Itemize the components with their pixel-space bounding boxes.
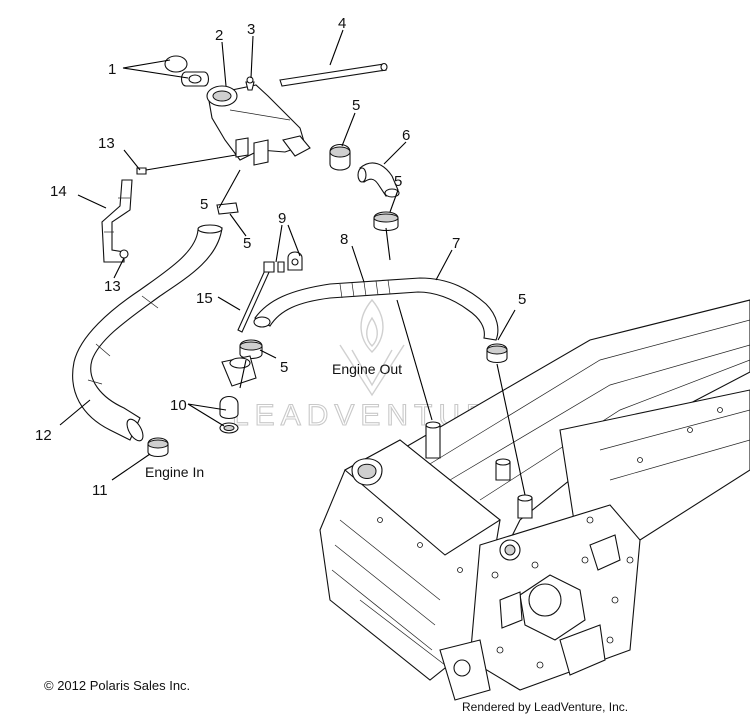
rendered-by-text: Rendered by LeadVenture, Inc.: [462, 700, 628, 714]
part-5-clamp-b: [373, 211, 399, 232]
part-2-coolant-bottle: [206, 84, 311, 166]
copyright-text: © 2012 Polaris Sales Inc.: [44, 678, 190, 693]
part-13-clip-bottom: [119, 249, 129, 259]
callout-3: 3: [247, 21, 255, 38]
part-12-lower-hose: [72, 224, 223, 442]
part-14-small-hose: [101, 179, 133, 263]
part-5-clamp-a: [329, 143, 351, 171]
part-13-clip-top: [136, 167, 147, 175]
callout-7: 7: [452, 235, 460, 252]
callout-5-c: 5: [394, 173, 402, 190]
part-5-clamp-d: [239, 339, 263, 360]
callout-15: 15: [196, 290, 213, 307]
part-3-screw: [245, 76, 255, 91]
callout-12: 12: [35, 427, 52, 444]
part-10-thermostat: [219, 355, 257, 434]
callout-5-e: 5: [280, 359, 288, 376]
callout-14: 14: [50, 183, 67, 200]
callout-10: 10: [170, 397, 187, 414]
callout-8: 8: [340, 231, 348, 248]
chassis-assembly: [319, 299, 750, 701]
part-6-elbow: [357, 162, 400, 198]
callout-9: 9: [278, 210, 286, 227]
callout-5-d: 5: [518, 291, 526, 308]
part-11-clamp: [147, 437, 169, 458]
callout-1: 1: [108, 61, 116, 78]
callout-13-top: 13: [98, 135, 115, 152]
engine-out-label: Engine Out: [332, 361, 402, 377]
leader-lines: [59, 29, 526, 496]
callout-6: 6: [402, 127, 410, 144]
part-4-rod: [279, 62, 388, 87]
flame-logo-icon: [339, 298, 405, 397]
part-5-clamp-c: [216, 202, 239, 215]
part-1-cap-and-gasket: [164, 55, 210, 87]
callout-numbers: 1 2 3 4 5 5 6 5 13 14 13 9 8 7 5 15 5 5 …: [35, 15, 526, 499]
callout-5-f: 5: [243, 235, 251, 252]
callout-5-a: 5: [352, 97, 360, 114]
part-15-tie-strap: [237, 261, 275, 333]
callout-5-b: 5: [200, 196, 208, 213]
callout-13-bottom: 13: [104, 278, 121, 295]
engine-in-label: Engine In: [145, 464, 204, 480]
callout-2: 2: [215, 27, 223, 44]
part-8-7-upper-hose: [253, 277, 499, 341]
callout-11: 11: [92, 482, 108, 499]
part-9-bracket: [277, 251, 303, 273]
part-5-clamp-e: [486, 343, 508, 364]
callout-4: 4: [338, 15, 346, 32]
